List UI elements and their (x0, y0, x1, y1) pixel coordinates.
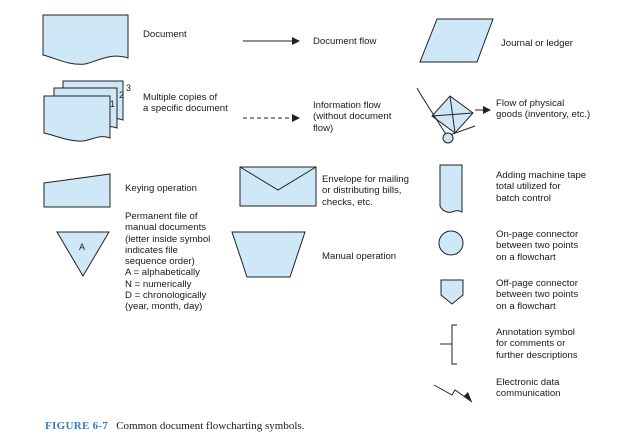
copy-number: 3 (126, 83, 131, 93)
multiple-copies-symbol: 3 2 1 (43, 80, 131, 142)
off-page-connector-label: Off-page connector between two points on… (496, 278, 579, 312)
multiple-copies-label: Multiple copies of a specific document (143, 92, 228, 115)
permanent-file-symbol (56, 231, 110, 277)
keying-operation-symbol (43, 173, 111, 208)
copy-number: 1 (110, 99, 115, 109)
figure-number: FIGURE 6-7 (45, 420, 109, 432)
keying-operation-label: Keying operation (125, 183, 198, 194)
electronic-data-symbol (433, 384, 473, 403)
on-page-connector-label: On-page connector between two points on … (496, 229, 579, 263)
adding-machine-tape-symbol (439, 164, 463, 213)
annotation-symbol (440, 324, 457, 365)
file-letter: A (79, 242, 85, 252)
adding-machine-tape-label: Adding machine tape total utilized for b… (496, 170, 587, 204)
manual-operation-label: Manual operation (322, 251, 397, 262)
document-flow-label: Document flow (313, 36, 377, 47)
off-page-connector-symbol (440, 279, 464, 305)
manual-operation-symbol (231, 231, 306, 278)
journal-ledger-symbol (419, 18, 494, 63)
copy-number: 2 (119, 90, 124, 100)
envelope-label: Envelope for mailing or distributing bil… (322, 174, 409, 208)
figure-caption: FIGURE 6-7 Common document flowcharting s… (45, 420, 304, 432)
electronic-data-label: Electronic data communication (496, 377, 561, 400)
physical-goods-flow-symbol (416, 87, 491, 144)
on-page-connector-symbol (438, 230, 464, 256)
journal-ledger-label: Journal or ledger (501, 38, 573, 49)
physical-goods-label: Flow of physical goods (inventory, etc.) (496, 98, 591, 121)
document-symbol (42, 14, 129, 65)
envelope-symbol (239, 166, 317, 207)
information-flow-label: Information flow (without document flow) (313, 100, 392, 134)
document-label: Document (143, 29, 187, 40)
caption-text: Common document flowcharting symbols. (116, 420, 305, 432)
permanent-file-label: Permanent file of manual documents (lett… (125, 211, 211, 313)
annotation-label: Annotation symbol for comments or furthe… (496, 327, 578, 361)
